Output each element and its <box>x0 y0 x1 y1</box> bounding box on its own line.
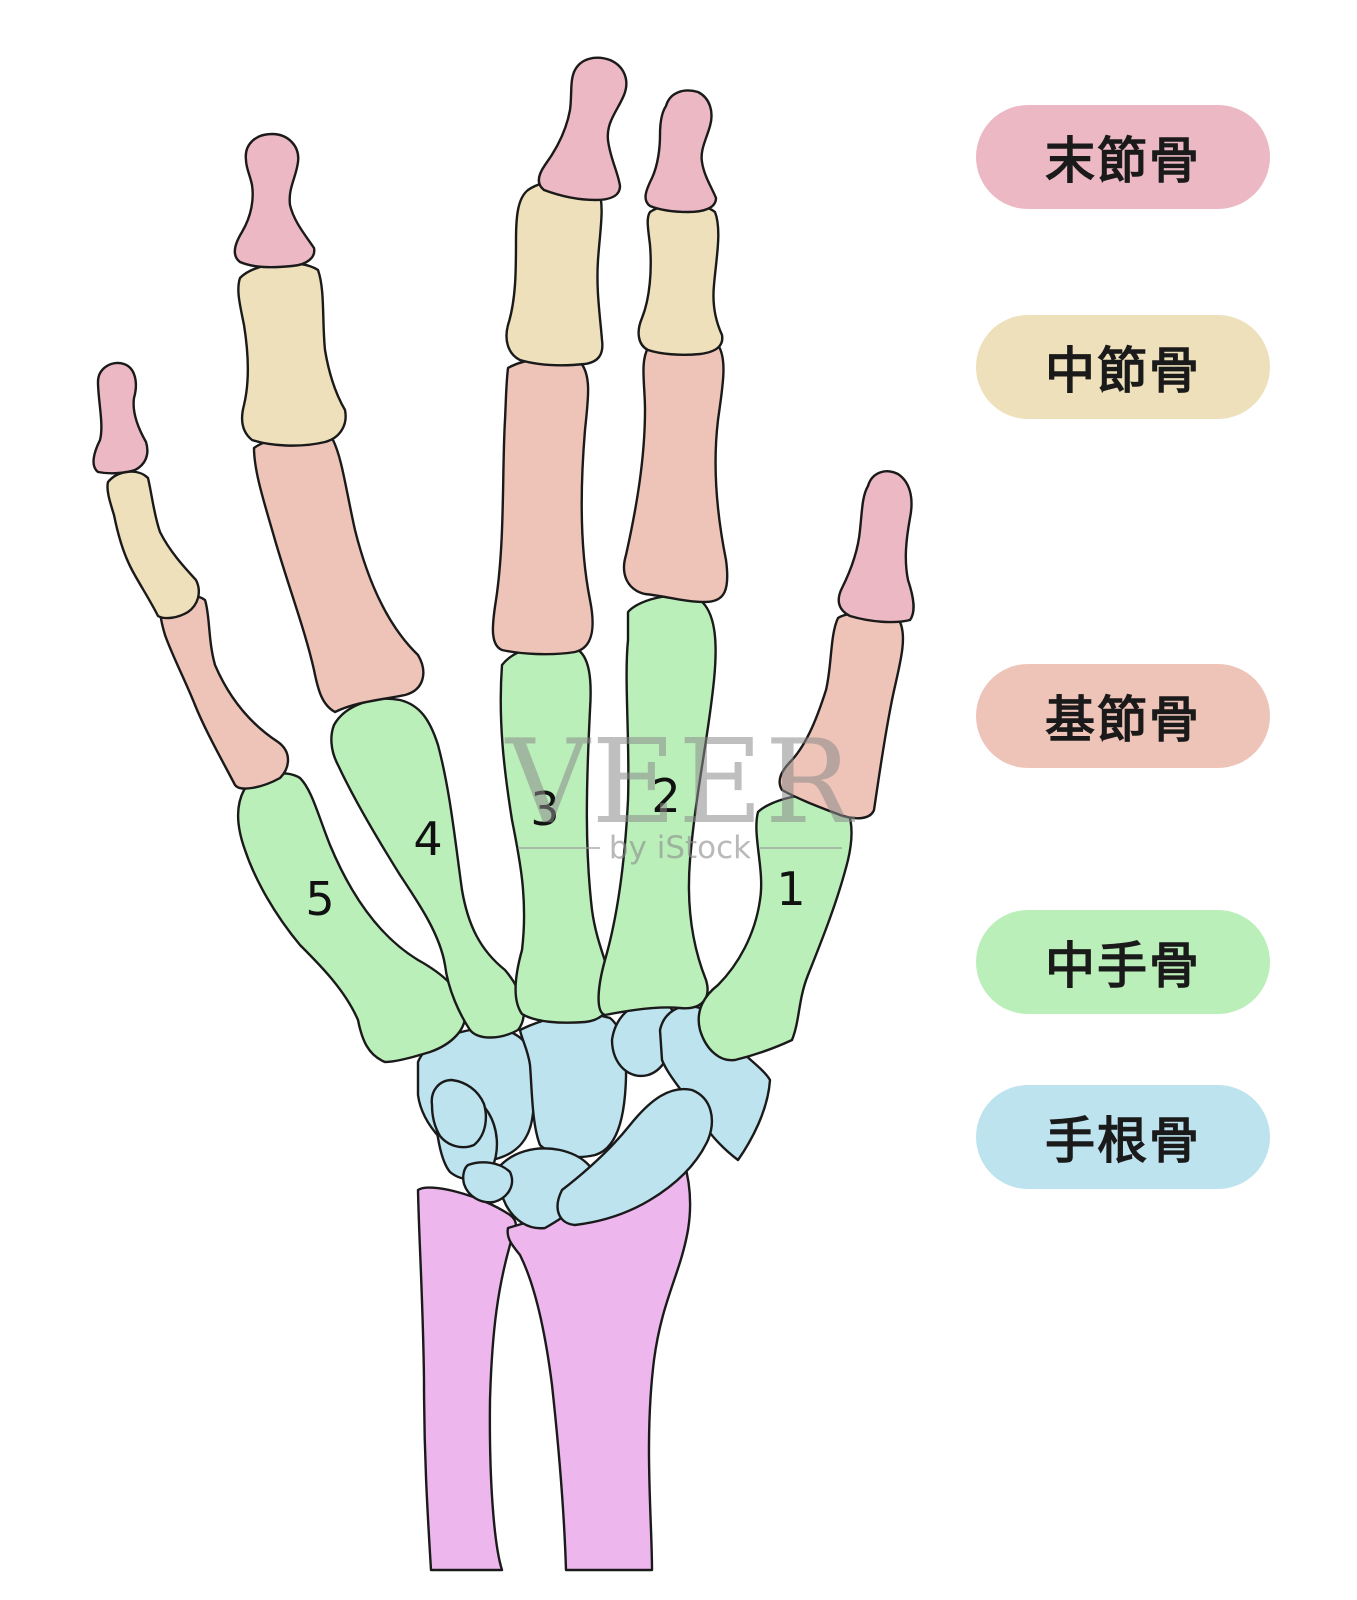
legend-distal-phalanx: 末節骨 <box>976 105 1270 209</box>
distal-phalanx-3 <box>537 56 628 202</box>
proximal-phalanx-1 <box>778 611 905 820</box>
legend-label: 中手骨 <box>1045 937 1201 995</box>
distal-phalanx-5 <box>92 361 149 475</box>
ulna-bone <box>416 1186 518 1572</box>
distal-phalanx-4 <box>233 132 316 269</box>
proximal-phalanx-3 <box>491 357 594 656</box>
proximal-phalanx-4 <box>252 433 425 714</box>
forearm-bones <box>416 1160 692 1572</box>
distal-phalanges <box>92 56 915 624</box>
pisiform-overlap <box>462 1161 514 1204</box>
legend-carpal: 手根骨 <box>976 1085 1270 1189</box>
watermark: VEER by iStock <box>504 715 856 866</box>
pisiform-bone <box>430 1078 488 1149</box>
carpal-bones <box>416 998 772 1230</box>
legend-metacarpal: 中手骨 <box>976 910 1270 1014</box>
scaphoid-bone <box>556 1087 714 1227</box>
metacarpal-5 <box>236 772 467 1064</box>
middle-phalanges <box>106 178 724 620</box>
legend-label: 末節骨 <box>1045 132 1201 190</box>
proximal-phalanx-2 <box>622 337 729 604</box>
proximal-phalanges <box>158 337 905 820</box>
proximal-phalanx-5 <box>158 594 290 790</box>
finger-numbers: 1 2 3 4 5 <box>305 769 805 926</box>
finger-number-2: 2 <box>651 769 680 823</box>
watermark-logo: VEER <box>504 715 856 850</box>
middle-phalanx-3 <box>505 178 604 367</box>
finger-number-5: 5 <box>305 872 334 926</box>
legend-proximal-phalanx: 基節骨 <box>976 664 1270 768</box>
legend-label: 基節骨 <box>1045 691 1201 749</box>
legend-label: 中節骨 <box>1045 342 1201 400</box>
middle-phalanx-4 <box>237 261 347 447</box>
legend-label: 手根骨 <box>1045 1112 1201 1170</box>
legend-middle-phalanx: 中節骨 <box>976 315 1270 419</box>
finger-number-1: 1 <box>776 862 805 916</box>
middle-phalanx-2 <box>637 202 724 356</box>
capitate-bone <box>518 1013 628 1159</box>
finger-number-3: 3 <box>530 782 559 836</box>
finger-number-4: 4 <box>413 812 442 866</box>
middle-phalanx-5 <box>106 470 200 620</box>
distal-phalanx-2 <box>644 89 718 214</box>
watermark-tagline: by iStock <box>609 830 751 866</box>
metacarpal-4 <box>330 697 525 1039</box>
distal-phalanx-1 <box>837 470 915 624</box>
